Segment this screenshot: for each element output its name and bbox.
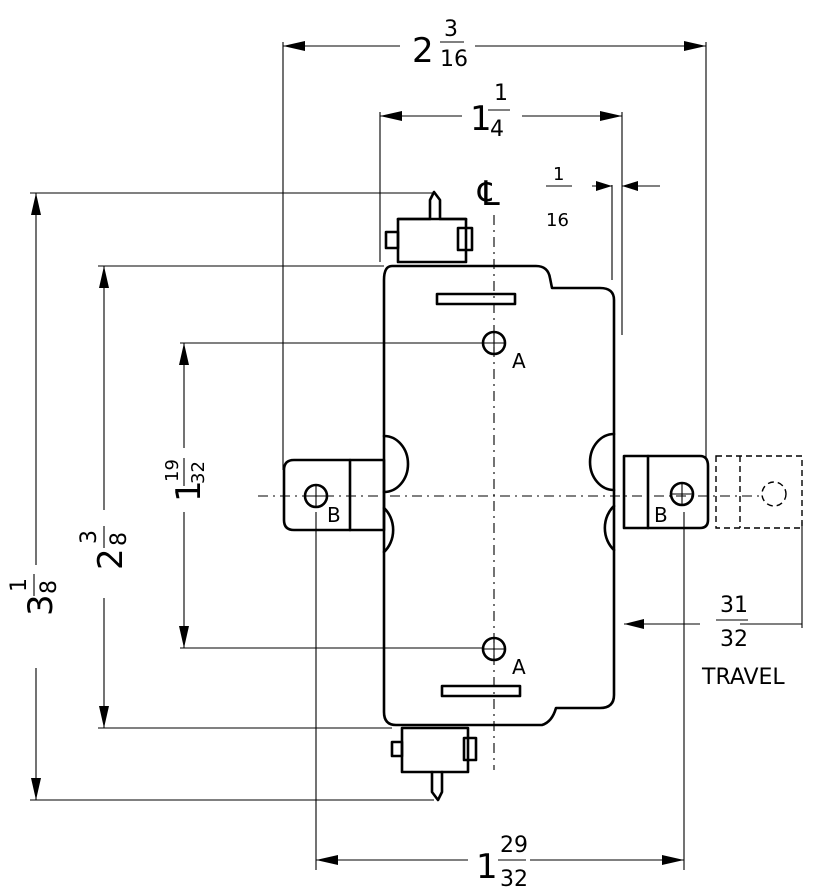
svg-text:1: 1 xyxy=(7,578,32,592)
centerlines xyxy=(258,215,760,770)
dim-bottom-width: 1 29 32 xyxy=(476,833,528,892)
svg-text:2: 2 xyxy=(91,548,131,570)
extension-lines xyxy=(30,42,803,870)
centerline-symbol: ℄ xyxy=(477,174,500,214)
svg-text:2: 2 xyxy=(412,31,434,71)
svg-text:19: 19 xyxy=(162,459,183,482)
svg-text:29: 29 xyxy=(500,833,528,858)
left-bracket xyxy=(282,458,386,532)
hole-b-right-label: B xyxy=(654,503,668,527)
dim-inner-width: 1 1 4 xyxy=(470,81,510,142)
svg-text:32: 32 xyxy=(500,867,528,892)
hole-b-left-label: B xyxy=(327,503,341,527)
switch-body xyxy=(382,264,616,727)
right-bracket xyxy=(622,454,710,530)
dim-overall-height: 3 1 8 xyxy=(7,574,62,616)
svg-text:3: 3 xyxy=(21,594,61,616)
left-lobes xyxy=(382,434,410,554)
hole-a-bottom xyxy=(481,636,507,662)
svg-text:4: 4 xyxy=(490,117,504,142)
svg-text:32: 32 xyxy=(188,461,209,484)
svg-text:16: 16 xyxy=(440,47,468,72)
svg-text:3: 3 xyxy=(444,17,458,42)
svg-text:1: 1 xyxy=(494,81,508,106)
top-terminal xyxy=(384,190,474,264)
dim-hole-spacing: 1 19 32 xyxy=(162,458,209,502)
svg-text:32: 32 xyxy=(720,627,748,652)
travel-phantom-position xyxy=(715,455,803,529)
svg-text:8: 8 xyxy=(37,580,62,594)
dim-offset: 1 16 xyxy=(546,164,572,231)
dim-body-height: 2 3 8 xyxy=(77,526,132,570)
svg-text:1: 1 xyxy=(169,480,209,502)
top-slot xyxy=(435,292,517,306)
right-lobes xyxy=(588,432,616,552)
svg-text:1: 1 xyxy=(470,99,492,139)
svg-text:1: 1 xyxy=(476,847,498,887)
bottom-slot xyxy=(440,684,522,698)
svg-text:16: 16 xyxy=(546,210,569,231)
hole-a-top-label: A xyxy=(512,349,526,373)
svg-text:3: 3 xyxy=(77,530,102,544)
svg-text:8: 8 xyxy=(107,532,132,546)
svg-text:TRAVEL: TRAVEL xyxy=(701,665,785,690)
dim-overall-width: 2 3 16 xyxy=(412,17,468,72)
dimension-lines xyxy=(31,41,802,865)
svg-text:31: 31 xyxy=(720,593,748,618)
hole-a-bottom-label: A xyxy=(512,655,526,679)
hole-a-top xyxy=(481,330,507,356)
bottom-terminal xyxy=(390,726,478,802)
svg-text:1: 1 xyxy=(553,164,564,185)
dim-travel: 31 32 TRAVEL xyxy=(701,593,785,690)
